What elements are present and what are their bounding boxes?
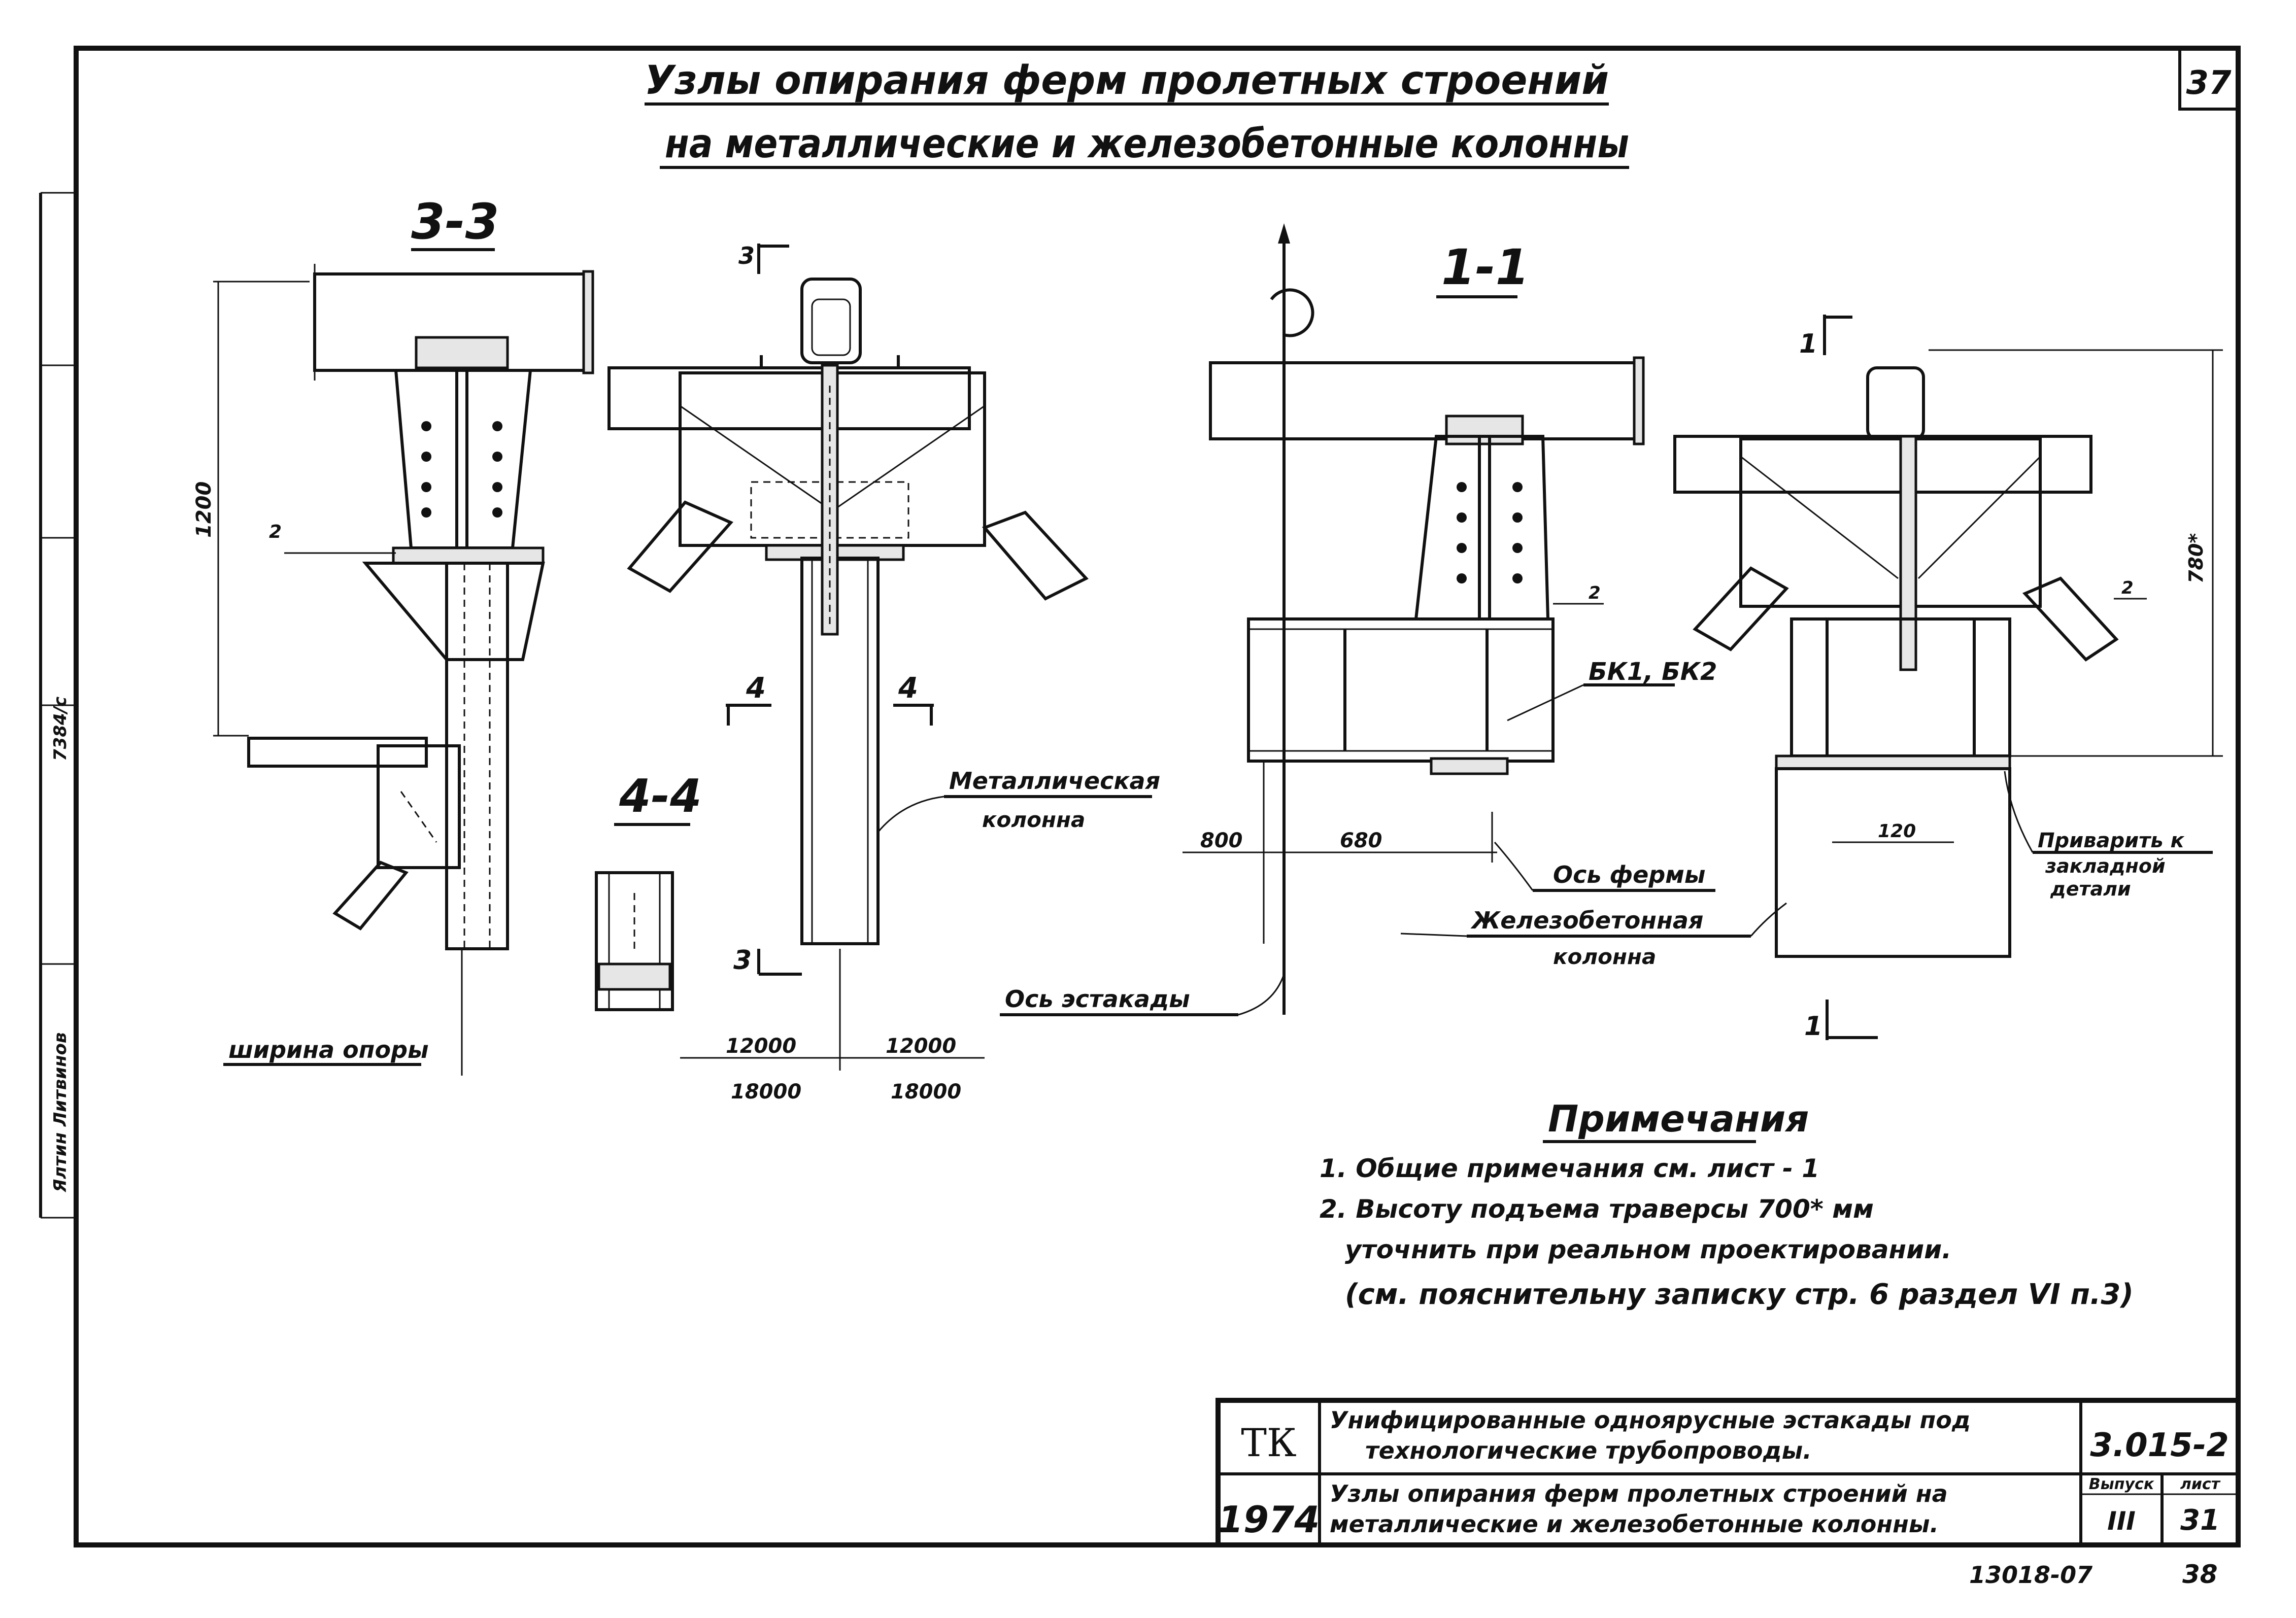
label-os-estakady: Ось эстакады <box>1005 985 1190 1013</box>
label-metal-column-2: колонна <box>982 807 1085 832</box>
label-privarit-2: закладной <box>2045 855 2166 877</box>
label-privarit-3: детали <box>2050 878 2131 900</box>
cut-3-bottom: 3 <box>733 945 752 976</box>
section-rc-column-drawing: 1 2 780* 120 Приварить к закладной детал… <box>1673 315 2223 1042</box>
title-block-code: 3.015-2 <box>2090 1427 2229 1464</box>
dim-12000-right: 12000 <box>886 1035 956 1058</box>
notes-block: Примечания 1. Общие примечания см. лист … <box>1320 1097 2134 1311</box>
section-1-1-drawing: 1-1 2 БК1, БК2 800 680 Ось фермы <box>1000 223 1787 1016</box>
page-number-box <box>2178 47 2240 111</box>
dim-780: 780* <box>2185 533 2207 583</box>
sheet-frame <box>74 46 2241 1547</box>
dim-120: 120 <box>1878 821 1916 842</box>
section-3-3-drawing: 3-3 1200 2 ширина опоры <box>192 193 594 1076</box>
title-block-list-label: лист <box>2180 1475 2221 1493</box>
cut-1-bottom: 1 <box>1804 1011 1822 1042</box>
label-privarit-1: Приварить к <box>2038 829 2185 852</box>
section-4-4-drawing: 4-4 <box>595 770 702 1011</box>
dim-18000-right: 18000 <box>891 1080 961 1104</box>
label-zhb-column-2: колонна <box>1553 944 1656 969</box>
title-block-row1b: технологические трубопроводы. <box>1365 1437 1812 1464</box>
title-block: ТК 1974 Унифицированные одноярусные эста… <box>1215 1398 2241 1547</box>
cut-3-top: 3 <box>738 242 755 269</box>
title-block-year: 1974 <box>1218 1498 1320 1541</box>
title-block-vypusk: III <box>2107 1506 2136 1536</box>
cut-4-right: 4 <box>898 672 918 705</box>
dim-800: 800 <box>1200 829 1243 852</box>
dim-2-c: 2 <box>2121 578 2134 598</box>
label-metal-column-1: Металлическая <box>949 767 1160 795</box>
page-number: 37 <box>2186 64 2232 102</box>
side-stamp-number: 7384/с <box>50 697 71 761</box>
dim-12000-left: 12000 <box>726 1035 796 1058</box>
cut-4-left: 4 <box>746 672 766 705</box>
dim-2-b: 2 <box>1589 583 1601 603</box>
title-block-row2b: металлические и железобетонные колонны. <box>1330 1510 1939 1538</box>
title-block-row1: Унифицированные одноярусные эстакады под <box>1330 1406 1971 1434</box>
section-metal-column-drawing: 3 4 4 Металлическая колонна <box>607 242 1160 1104</box>
section-3-3-label: 3-3 <box>411 193 499 250</box>
dim-680: 680 <box>1340 829 1382 852</box>
section-4-4-label: 4-4 <box>619 770 702 823</box>
title-line-2: на металлические и железобетонные колонн… <box>665 121 1629 167</box>
title-block-list: 31 <box>2180 1504 2220 1537</box>
side-stamp-signature: Ялтин Литвинов <box>50 1032 71 1193</box>
note-2c: (см. пояснительну записку стр. 6 раздел … <box>1345 1278 2134 1311</box>
label-bk1-bk2: БК1, БК2 <box>1589 658 1717 686</box>
label-zhb-column-1: Железобетонная <box>1470 907 1703 934</box>
title-block-row2: Узлы опирания ферм пролетных строений на <box>1330 1480 1948 1507</box>
note-2b: уточнить при реальном проектировании. <box>1345 1235 1951 1264</box>
notes-heading: Примечания <box>1548 1097 1809 1140</box>
label-shirina-opory: ширина опоры <box>228 1036 429 1063</box>
dim-1200: 1200 <box>192 481 216 538</box>
section-1-1-label: 1-1 <box>1441 239 1529 296</box>
cut-1-top: 1 <box>1799 329 1817 359</box>
note-1: 1. Общие примечания см. лист - 1 <box>1320 1154 1819 1183</box>
label-os-fermy: Ось фермы <box>1553 861 1705 888</box>
title-block-vypusk-label: Выпуск <box>2089 1475 2154 1493</box>
archive-number: 13018-07 <box>1969 1561 2092 1589</box>
title-block-org: ТК <box>1241 1420 1297 1465</box>
note-2a: 2. Высоту подъема траверсы 700* мм <box>1320 1194 1874 1224</box>
dim-18000-left: 18000 <box>731 1080 801 1104</box>
footer-page: 38 <box>2182 1560 2218 1589</box>
dim-2-a: 2 <box>269 522 282 542</box>
title-line-1: Узлы опирания ферм пролетных строений <box>645 58 1609 104</box>
